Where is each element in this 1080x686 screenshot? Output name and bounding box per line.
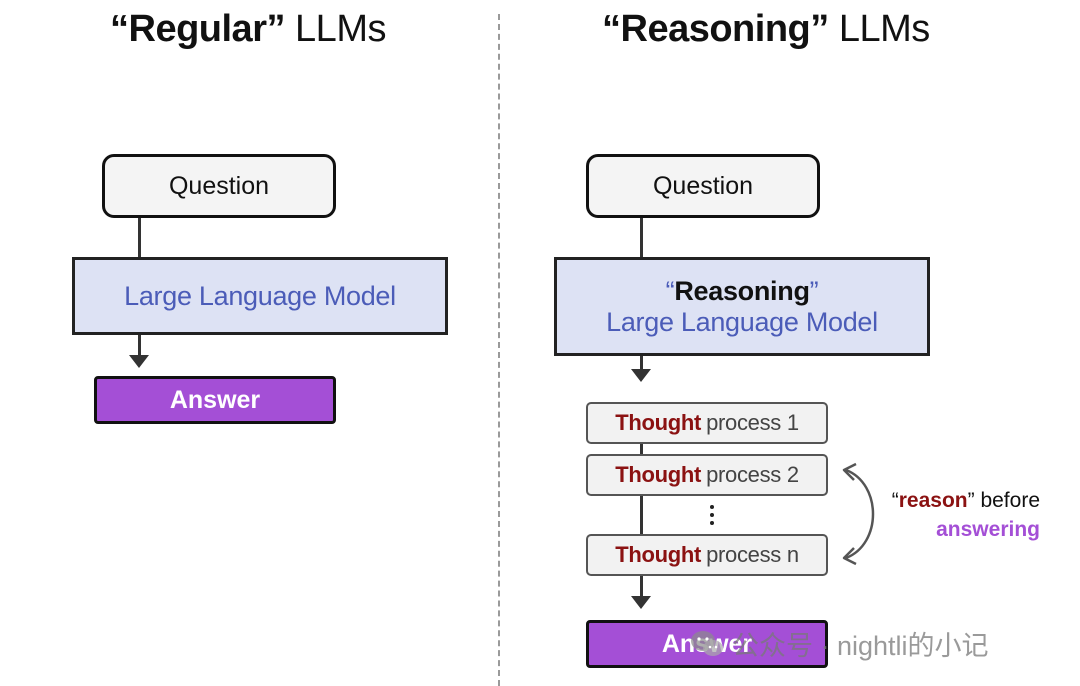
left-title-rest: LLMs xyxy=(295,8,386,50)
thought-box-1: Thought process 1 xyxy=(586,402,828,444)
left-answer-box: Answer xyxy=(94,376,336,424)
left-question-label: Question xyxy=(168,171,270,200)
note-close-quote: ” xyxy=(967,489,975,512)
note-open-quote: “ xyxy=(891,489,899,512)
answering-word: answering xyxy=(936,518,1040,541)
watermark-text: 公众号 · nightli的小记 xyxy=(732,631,989,661)
curved-double-arrow-icon xyxy=(842,462,875,566)
right-title-rest: LLMs xyxy=(838,8,930,50)
right-connector-3 xyxy=(640,576,643,598)
left-question-box: Question xyxy=(102,154,336,218)
note-line-1: “reason” before xyxy=(872,486,1040,515)
right-question-label: Question xyxy=(652,171,754,200)
thought-word: Thought xyxy=(615,410,702,435)
right-arrow-icon-2 xyxy=(631,596,651,609)
left-title-bold: “Regular” xyxy=(110,8,285,50)
reason-word: reason xyxy=(898,489,968,512)
thought-box-2: Thought process 2 xyxy=(586,454,828,496)
ellipsis-vertical-icon xyxy=(710,505,714,529)
thought-word: Thought xyxy=(615,542,702,567)
right-llm-bottom-label: Large Language Model xyxy=(606,306,878,337)
close-quote: ” xyxy=(809,275,819,306)
right-connector-2 xyxy=(640,356,643,371)
thought-box-n: Thought process n xyxy=(586,534,828,576)
reasoning-word: Reasoning xyxy=(674,275,810,306)
right-llm-top-label: “Reasoning” xyxy=(666,276,819,307)
thought-spine xyxy=(640,444,643,594)
before-word: before xyxy=(980,489,1040,512)
right-title: “Reasoning” LLMs xyxy=(602,8,930,51)
dashed-divider xyxy=(498,14,500,686)
reason-before-answering-note: “reason” before answering xyxy=(872,486,1040,544)
thought-rest: process n xyxy=(706,542,799,567)
right-title-bold: “Reasoning” xyxy=(602,8,829,50)
right-connector-1 xyxy=(640,218,643,259)
thought-rest: process 1 xyxy=(706,410,799,435)
thought-word: Thought xyxy=(615,462,702,487)
left-connector-2 xyxy=(138,335,141,357)
left-llm-box: Large Language Model xyxy=(72,257,448,335)
left-connector-1 xyxy=(138,218,141,259)
thought-rest: process 2 xyxy=(706,462,799,487)
wechat-icon xyxy=(691,630,723,656)
open-quote: “ xyxy=(665,275,675,306)
right-question-box: Question xyxy=(586,154,820,218)
left-arrow-icon xyxy=(129,355,149,368)
watermark: 公众号 · nightli的小记 xyxy=(690,624,989,663)
left-title: “Regular” LLMs xyxy=(110,8,386,51)
right-arrow-icon-1 xyxy=(631,369,651,382)
left-llm-label: Large Language Model xyxy=(124,280,396,311)
right-llm-box: “Reasoning” Large Language Model xyxy=(554,257,930,356)
left-answer-label: Answer xyxy=(169,385,261,414)
